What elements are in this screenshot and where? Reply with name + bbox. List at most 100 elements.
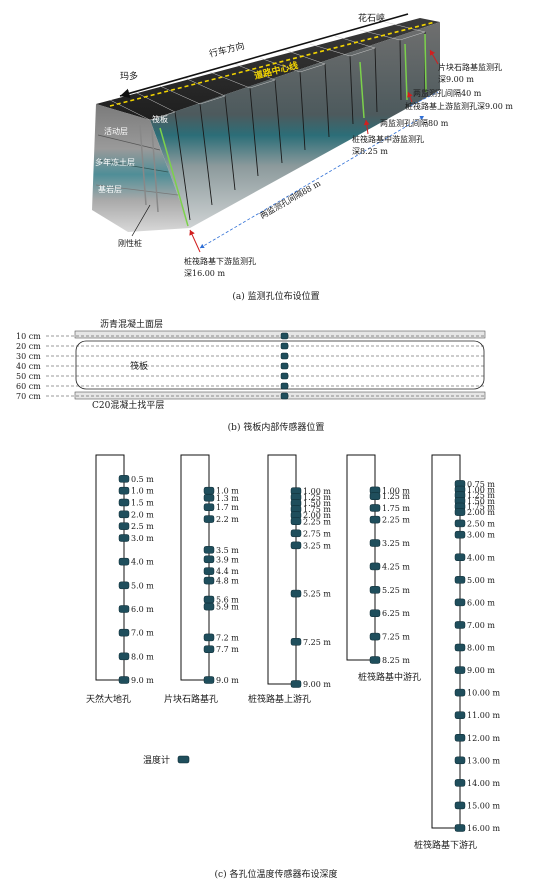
borehole: 1.0 m1.3 m1.7 m2.2 m3.5 m3.9 m4.4 m4.8 m… — [164, 454, 239, 705]
temp-sensor — [203, 645, 215, 653]
temp-sensor — [203, 503, 215, 511]
depth-label: 60 cm — [16, 382, 41, 391]
temp-sensor — [369, 632, 381, 641]
caption-c: (c) 各孔位温度传感器布设深度 — [215, 868, 338, 880]
sensor-depth-label: 2.25 m — [382, 516, 410, 525]
raft-sensor — [280, 372, 289, 380]
temp-sensor — [118, 498, 130, 507]
raft-slab — [75, 340, 485, 390]
temp-sensor — [118, 557, 130, 566]
sensor-depth-label: 15.00 m — [467, 801, 500, 810]
road-surface — [96, 18, 440, 120]
sensor-depth-label: 1.3 m — [216, 494, 239, 503]
cross-section-face — [92, 104, 190, 232]
caption-b: (b) 筏板内部传感器位置 — [228, 421, 325, 433]
sensor-depth-label: 2.0 m — [131, 510, 154, 519]
temp-sensor — [118, 581, 130, 590]
sensor-depth-label: 16.00 m — [467, 824, 500, 833]
temp-sensor — [118, 534, 130, 542]
raft-sensor — [280, 342, 289, 350]
leveling-layer — [74, 391, 486, 400]
sensor-depth-label: 7.00 m — [467, 621, 495, 630]
temp-sensor — [454, 598, 466, 607]
temp-sensor — [118, 605, 130, 613]
depth-label: 50 cm — [16, 372, 41, 381]
sensor-depth-label: 2.75 m — [303, 529, 331, 538]
label-rock-hole: 片块石路基监测孔 — [438, 62, 502, 72]
temp-sensor — [290, 680, 302, 688]
sensor-depth-label: 1.75 m — [382, 504, 410, 513]
depth-label: 40 cm — [16, 362, 41, 371]
sensor-depth-label: 0.75 m — [467, 480, 495, 489]
temp-sensor — [118, 652, 130, 661]
sensor-depth-label: 9.00 m — [303, 680, 331, 689]
borehole-columns: 0.5 m1.0 m1.5 m2.0 m2.5 m3.0 m4.0 m5.0 m… — [86, 454, 500, 851]
borehole-outline — [346, 454, 376, 661]
raft-sensor — [280, 392, 289, 400]
sensor-depth-label: 3.00 m — [467, 531, 495, 540]
sensor-depth-label: 1.0 m — [131, 487, 154, 496]
sensor-depth-label: 5.25 m — [303, 590, 331, 599]
sensor-depth-label: 5.0 m — [131, 581, 154, 590]
temp-sensor — [369, 656, 381, 664]
sensor-depth-label: 1.00 m — [382, 486, 410, 495]
temp-sensor — [369, 492, 381, 500]
borehole-name: 桩筏路基下游孔 — [414, 839, 477, 851]
borehole: 0.5 m1.0 m1.5 m2.0 m2.5 m3.0 m4.0 m5.0 m… — [86, 454, 154, 705]
label-raft-word: 筏板 — [152, 114, 168, 124]
sensor-depth-label: 8.0 m — [131, 652, 154, 661]
sensor-depth-label: 12.00 m — [467, 734, 500, 743]
sensor-depth-label: 0.5 m — [131, 475, 154, 484]
legend-sensor-icon — [177, 755, 190, 764]
temp-sensor — [118, 522, 130, 530]
sensor-depth-label: 5.25 m — [382, 586, 410, 595]
temp-sensor — [454, 801, 466, 810]
label-spacing-80: 两监测孔间隔80 m — [380, 118, 449, 128]
label-bedrock: 基岩层 — [98, 184, 122, 194]
sensor-depth-label: 1.25 m — [467, 491, 495, 500]
temp-sensor — [454, 530, 466, 539]
temp-sensor — [203, 546, 215, 554]
temp-sensor — [454, 688, 466, 697]
temp-sensor — [454, 711, 466, 719]
sensor-depth-label: 1.00 m — [467, 486, 495, 495]
label-active-layer: 活动层 — [104, 126, 128, 136]
label-huashixia: 花石峡 — [358, 12, 385, 24]
label-raft-upstream: 桩筏路基上游监测孔深9.00 m — [405, 101, 513, 111]
sensor-depth-label: 1.25 m — [303, 493, 331, 502]
temp-sensor — [203, 515, 215, 523]
sensor-depth-label: 3.25 m — [303, 541, 331, 550]
sensor-depth-label: 2.25 m — [303, 517, 331, 526]
label-spacing-40: 两监测孔间隔40 m — [413, 88, 482, 98]
temp-sensor — [454, 643, 466, 652]
label-raft: 筏板 — [130, 360, 148, 372]
label-raft-midstream: 桩筏路基中游监测孔 — [352, 134, 424, 144]
raft-sensor — [280, 362, 289, 370]
legend-label: 温度计 — [143, 754, 170, 766]
temp-sensor — [454, 824, 466, 832]
label-asphalt-layer: 沥青混凝土面层 — [100, 318, 163, 330]
panel-c: 0.5 m1.0 m1.5 m2.0 m2.5 m3.0 m4.0 m5.0 m… — [86, 454, 500, 880]
sensor-depth-label: 1.25 m — [382, 492, 410, 501]
borehole-name: 桩筏路基中游孔 — [358, 671, 421, 683]
sensor-depth-label: 5.9 m — [216, 603, 239, 612]
temp-sensor — [369, 586, 381, 594]
caption-a: (a) 监测孔位布设位置 — [232, 290, 319, 302]
travel-direction-arrow — [119, 13, 409, 98]
sensor-depth-label: 4.00 m — [467, 553, 495, 562]
borehole-outline — [267, 454, 297, 685]
sensor-depth-label: 13.00 m — [467, 756, 500, 765]
borehole: 1.00 m1.25 m1.75 m2.25 m3.25 m4.25 m5.25… — [346, 454, 421, 683]
asphalt-layer — [74, 330, 486, 339]
borehole: 0.75 m1.00 m1.25 m1.50 m1.75 m2.00 m2.50… — [414, 454, 500, 851]
temp-sensor — [290, 541, 302, 550]
borehole-outline — [95, 454, 125, 681]
label-raft-down-depth: 深16.00 m — [184, 269, 225, 278]
sensor-depth-label: 2.00 m — [467, 508, 495, 517]
label-raft-downstream: 桩筏路基下游监测孔 — [184, 256, 256, 266]
label-rock-depth: 深9.00 m — [438, 75, 474, 84]
sensor-depth-label: 7.25 m — [382, 633, 410, 642]
temp-sensor — [203, 595, 215, 604]
